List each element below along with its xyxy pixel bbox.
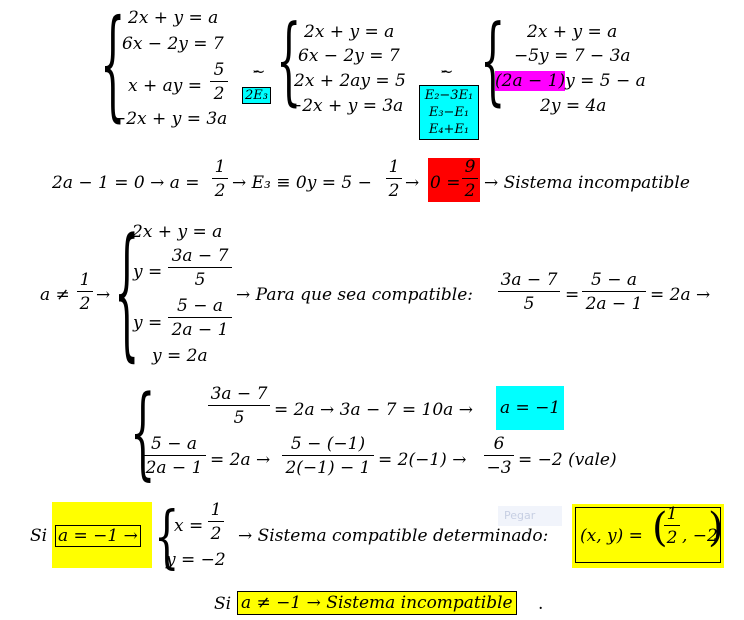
left-brace: {	[154, 498, 180, 578]
step2-label-1: E₂−3E₁	[424, 88, 474, 103]
sys3-eq4: 2y = 4a	[540, 96, 607, 116]
equivalence-icon: ~˘	[440, 62, 454, 87]
line3-prefix: a ≠	[40, 285, 70, 305]
sys2-eq3: 2x + 2ay = 5	[294, 71, 406, 91]
line3-eq4: y = 2a	[152, 346, 208, 366]
line5-text: → Sistema compatible determinado:	[238, 526, 549, 546]
paste-ghost-button: Pegar	[498, 506, 562, 526]
sys3-eq3: (2a − 1)y = 5 − a	[495, 71, 646, 91]
sys3-eq2: −5y = 7 − 3a	[514, 46, 631, 66]
sys2-eq4: −2x + y = 3a	[288, 96, 404, 116]
line3-eq-sign: =	[565, 285, 580, 305]
left-brace: {	[114, 211, 140, 377]
line2-part2: → E₃ ≡ 0y = 5 −	[232, 173, 372, 193]
left-paren: (	[652, 505, 668, 551]
sys3-eq1: 2x + y = a	[527, 22, 618, 42]
line5-x-lhs: x =	[174, 516, 204, 536]
line5-sol-lhs: (x, y) =	[580, 526, 643, 546]
line5-y-eq: y = −2	[166, 550, 226, 570]
line6-boxed: a ≠ −1 → Sistema incompatible	[237, 591, 517, 615]
line5-sol-highlight	[572, 504, 724, 568]
line4-r2-mid2: = 2(−1) →	[378, 450, 467, 470]
line5-sol-tail: , −2	[682, 526, 718, 546]
step1-label: 2E₃	[242, 87, 271, 104]
right-paren: )	[708, 505, 724, 551]
sys1-eq4: −2x + y = 3a	[112, 109, 228, 129]
line3-arrow: →	[96, 285, 111, 305]
sys2-eq2: 6x − 2y = 7	[298, 46, 400, 66]
line3-eq1: 2x + y = a	[132, 222, 223, 242]
step2-label-3: E₄+E₁	[428, 122, 470, 137]
line2-arrow: →	[405, 173, 420, 193]
line6-dot: .	[538, 594, 544, 614]
left-brace: {	[100, 0, 126, 135]
line4-r2-mid: = 2a →	[210, 450, 271, 470]
sys1-eq1: 2x + y = a	[128, 8, 219, 28]
line2-red-highlight	[428, 158, 480, 202]
sys1-eq3-lhs: x + ay =	[128, 76, 203, 96]
line5-cond-highlight	[52, 502, 152, 568]
line2-red-lhs: 0 =	[430, 173, 461, 193]
equivalence-icon: ~˘	[252, 62, 266, 87]
line2-part3: → Sistema incompatible	[484, 173, 690, 193]
line4-r1-highlight: a = −1	[496, 386, 565, 430]
left-brace: {	[130, 376, 156, 492]
line4-r1-text: = 2a → 3a − 7 = 10a →	[274, 400, 473, 420]
line2-part1: 2a − 1 = 0 → a =	[52, 173, 200, 193]
sys2-eq1: 2x + y = a	[304, 22, 395, 42]
line4-r2-tail: = −2 (vale)	[518, 450, 617, 470]
sys3-eq3-highlight: (2a − 1)	[495, 71, 566, 91]
line4-r2-frac2: 5 − (−1)2(−1) − 1	[282, 434, 374, 478]
sys1-eq2: 6x − 2y = 7	[122, 34, 224, 54]
line3-y1-lhs: y =	[133, 262, 163, 282]
line3-y2-lhs: y =	[133, 313, 163, 333]
line4-r2-frac3: 6−3	[484, 434, 514, 478]
line5-si: Si	[30, 526, 48, 546]
left-brace: {	[480, 6, 506, 118]
step2-labels: E₂−3E₁ E₃−E₁ E₄+E₁	[419, 85, 479, 140]
left-brace: {	[276, 6, 302, 118]
line6-si: Si	[214, 594, 232, 614]
line3-text: → Para que sea compatible:	[236, 285, 474, 305]
line5-cond: a = −1 →	[55, 525, 141, 547]
line3-tail: = 2a →	[650, 285, 711, 305]
step2-label-2: E₃−E₁	[428, 105, 470, 120]
